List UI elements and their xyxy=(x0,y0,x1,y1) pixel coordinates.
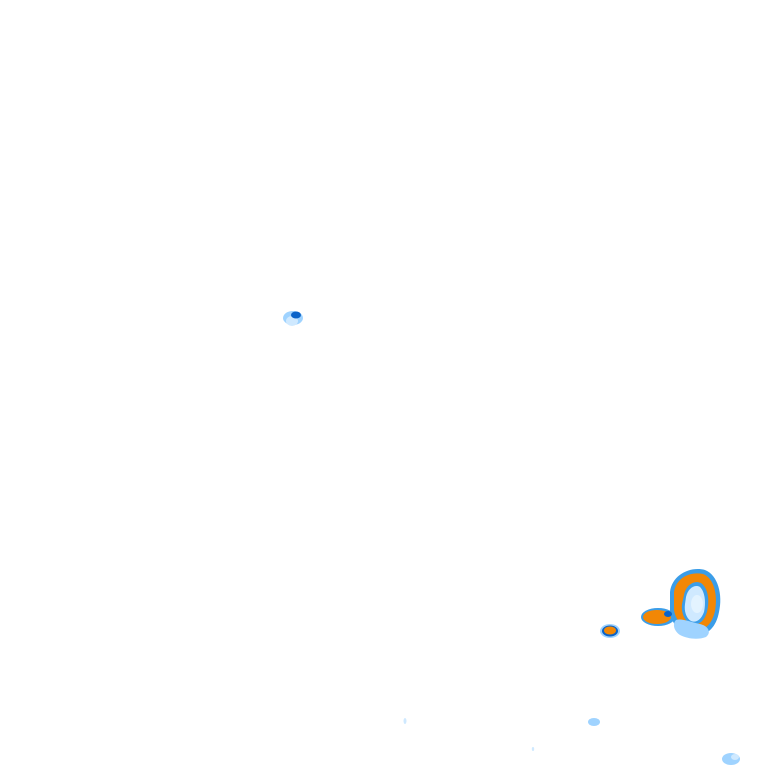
storm-cell-small xyxy=(600,624,620,638)
echo-small-northwest xyxy=(283,311,303,326)
echo-scattered-south xyxy=(403,718,740,765)
storm-cell-west xyxy=(641,608,675,626)
storm-cell-main xyxy=(670,569,721,639)
